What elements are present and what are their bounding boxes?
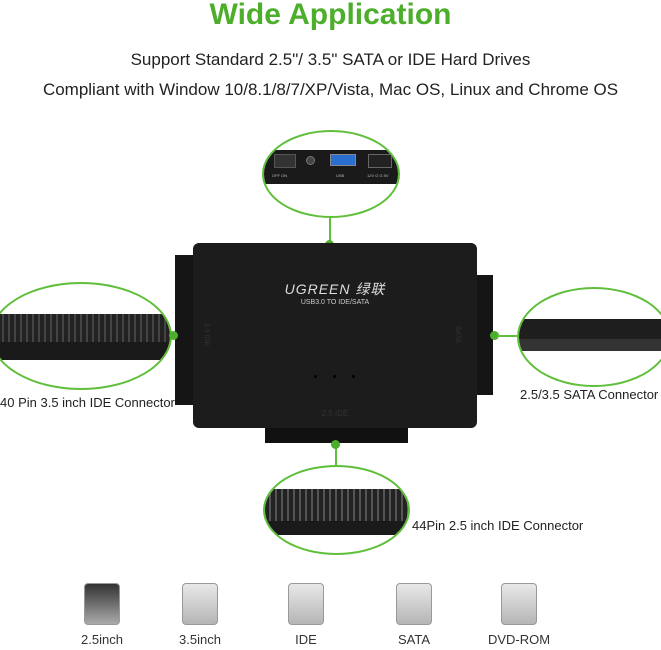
led-icon <box>352 375 355 378</box>
switch-off-label: OFF <box>272 173 280 178</box>
right-connector-zoom <box>517 287 661 387</box>
subtitle-2: Compliant with Window 10/8.1/8/7/XP/Vist… <box>42 80 619 99</box>
drive-type-label: SATA <box>397 632 431 647</box>
subtitle-1: Support Standard 2.5"/ 3.5" SATA or IDE … <box>130 50 531 69</box>
page-title: Wide Application <box>209 0 452 31</box>
sata-connector <box>475 275 493 395</box>
power-switch-icon <box>274 154 296 168</box>
drive-type-label: DVD-ROM <box>487 632 551 647</box>
right-callout-label: 2.5/3.5 SATA Connector <box>520 387 659 402</box>
usb-label: USB <box>336 173 345 178</box>
hard-disk-open-icon <box>84 583 120 625</box>
molex-port-icon <box>368 154 392 168</box>
drive-type-label: IDE <box>295 632 317 647</box>
ide-35-connector <box>175 255 195 405</box>
dc-jack-icon <box>306 156 315 165</box>
switch-on-label: ON <box>281 173 288 178</box>
left-callout-label: 40 Pin 3.5 inch IDE Connector <box>0 395 175 410</box>
bottom-callout-label: 44Pin 2.5 inch IDE Connector <box>412 518 584 533</box>
hard-disk-icon <box>182 583 218 625</box>
right-port-label: SATA <box>454 325 462 344</box>
left-connector-zoom <box>0 282 172 390</box>
model-label: USB3.0 TO IDE/SATA <box>300 299 370 306</box>
usb-port-icon <box>330 154 356 166</box>
power-label: 12V G G 5V <box>367 173 389 178</box>
brand-logo: UGREEN 绿联 <box>284 281 386 297</box>
left-callout-dot <box>169 331 178 340</box>
bottom-connector-zoom <box>263 465 410 555</box>
dvd-drive-icon <box>501 583 537 625</box>
led-icon <box>333 375 336 378</box>
adapter-device: UGREEN 绿联 USB3.0 TO IDE/SATA 3.5 IDE SAT… <box>193 243 477 428</box>
drive-type-label: 3.5inch <box>179 632 221 647</box>
right-callout-dot <box>490 331 499 340</box>
bottom-port-label: 2.5 IDE <box>321 409 349 418</box>
drive-type-label: 2.5inch <box>81 632 123 647</box>
ide-drive-icon <box>288 583 324 625</box>
bottom-callout-dot <box>331 440 340 449</box>
left-port-label: 3.5 IDE <box>203 322 211 347</box>
top-panel-zoom: OFF ON USB 12V G G 5V <box>262 130 400 218</box>
ide-25-connector <box>265 426 408 443</box>
sata-drive-icon <box>396 583 432 625</box>
led-icon <box>314 375 317 378</box>
